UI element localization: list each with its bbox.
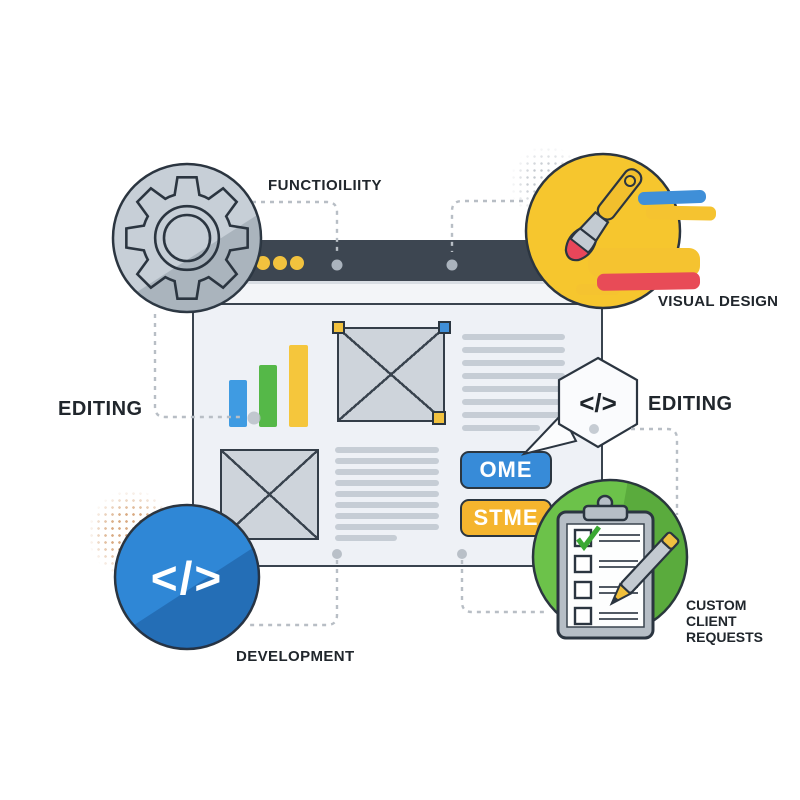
text-line (335, 447, 439, 453)
mock-button-ome: OME (460, 451, 552, 489)
browser-content-panel: OME STME (192, 303, 603, 567)
text-line (462, 347, 565, 353)
connector-panel-to-code (248, 560, 339, 627)
text-line (462, 360, 565, 366)
text-line (335, 491, 439, 497)
selection-handle-bottomright (432, 411, 446, 425)
checkmark-icon (576, 525, 601, 552)
mock-button-ome-label: OME (479, 457, 533, 482)
code-icon: </> (151, 552, 224, 604)
node-dot (331, 259, 343, 271)
code-circle (113, 503, 261, 651)
selection-handle-topright (438, 321, 451, 334)
pencil-icon (609, 531, 680, 606)
custom-requests-line: REQUESTS (686, 629, 764, 645)
custom-requests-line: CLIENT (686, 613, 737, 629)
connector-gear-to-chart (153, 314, 243, 419)
paint-stroke-yellow (588, 248, 700, 277)
text-line (462, 386, 565, 392)
selection-handle-topleft (332, 321, 345, 334)
visual-design-label: VISUAL DESIGN (658, 293, 779, 310)
connector-gear-to-bar (252, 200, 339, 252)
paint-stroke-blue (638, 190, 707, 205)
gear-icon (125, 176, 249, 300)
text-line (462, 425, 540, 431)
code-hexagon-icon (557, 356, 639, 449)
browser-tab-dot (256, 256, 270, 270)
text-line (335, 535, 397, 541)
paint-stroke-red (596, 272, 701, 291)
chart-bar-blue (229, 380, 247, 427)
functionality-label: FUNCTIOILIITY (268, 177, 382, 194)
image-placeholder-selected (337, 327, 445, 422)
text-line (335, 513, 439, 519)
custom-requests-label: CUSTOM CLIENT REQUESTS (686, 597, 763, 645)
image-placeholder (220, 449, 319, 540)
text-line (335, 524, 439, 530)
checkbox (573, 580, 593, 600)
paint-stroke-yellow (645, 205, 717, 221)
mock-button-stme-label: STME (473, 505, 539, 530)
text-line (462, 399, 565, 405)
mock-button-stme: STME (460, 499, 552, 537)
paintbrush-icon (564, 168, 643, 262)
node-dot (332, 549, 342, 559)
node-dot (589, 424, 599, 434)
clipboard-clip (582, 504, 629, 522)
browser-toolbar-strip (192, 281, 610, 303)
paint-strokes (576, 190, 717, 295)
browser-tab-dot (273, 256, 287, 270)
editing-label-left: EDITING (58, 398, 143, 420)
development-label: DEVELOPMENT (236, 648, 355, 665)
editing-label-right: EDITING (648, 393, 733, 415)
gear-circle (111, 162, 263, 314)
text-line (335, 502, 439, 508)
text-line (462, 334, 565, 340)
clipboard-icon (556, 494, 680, 640)
text-line (462, 373, 565, 379)
text-line (462, 412, 565, 418)
chart-bar-green (259, 365, 277, 427)
node-dot (446, 259, 458, 271)
node-dot (247, 411, 261, 425)
chart-bar-yellow (289, 345, 308, 427)
node-dot (457, 549, 467, 559)
custom-requests-line: CUSTOM (686, 597, 747, 613)
text-line (335, 458, 439, 464)
browser-tab-dot (290, 256, 304, 270)
connector-hexagon-to-clipboard (631, 427, 679, 515)
text-line (335, 469, 439, 475)
hexagon-code-glyph: </> (579, 388, 617, 418)
checkbox (573, 554, 593, 574)
checkbox (573, 606, 593, 626)
text-line (335, 480, 439, 486)
